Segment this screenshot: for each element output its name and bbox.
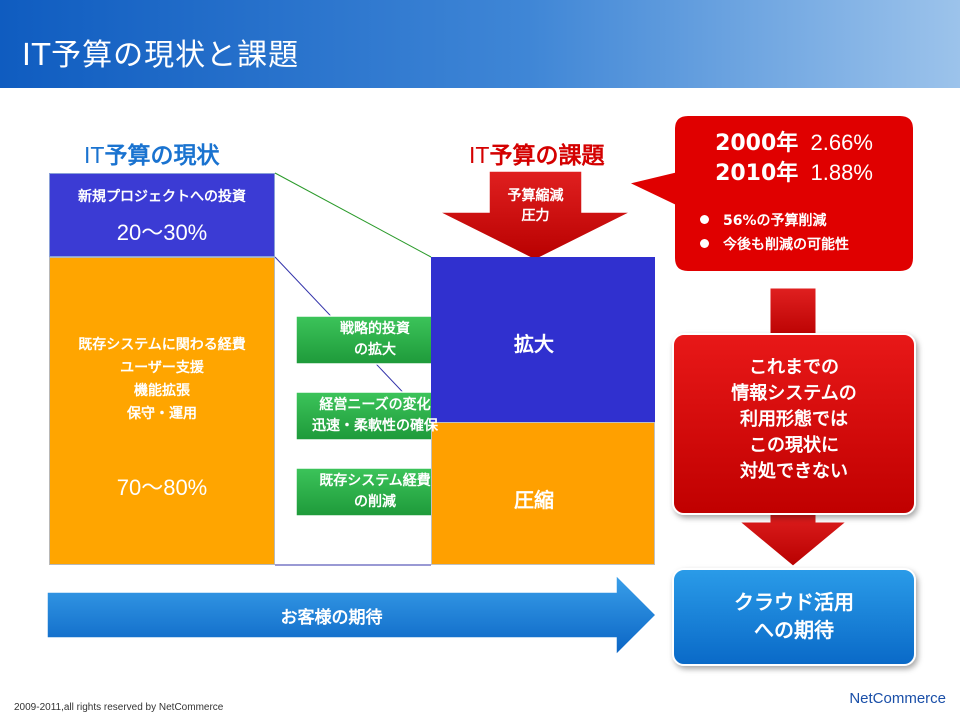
existing-line: 既存システムに関わる経費 — [78, 337, 246, 353]
conclusion-line: 情報システムの — [731, 383, 857, 404]
callout-bullets: 56%の予算削減 今後も削減の可能性 — [700, 209, 849, 257]
callout-year: 2000年 — [715, 131, 799, 156]
issue-heading-prefix: IT — [469, 142, 490, 168]
new-projects-percent: 20～30% — [116, 220, 208, 245]
title-bar — [0, 0, 960, 88]
callout-bullet: 今後も削減の可能性 — [700, 233, 849, 257]
existing-line: 保守・運用 — [127, 406, 197, 422]
existing-line: 機能拡張 — [134, 383, 190, 399]
cloud-expectation-box: クラウド活用 への期待 — [672, 568, 916, 666]
reduction-arrow-text: 既存システム経費 の削減 — [296, 471, 454, 513]
connector-line-top — [274, 172, 432, 258]
callout-bubble — [625, 114, 915, 273]
slide-title: IT予算の現状と課題 — [22, 38, 300, 73]
new-projects-segment: 新規プロジェクトへの投資 20～30% — [49, 173, 275, 257]
existing-percent: 70～80% — [116, 475, 208, 500]
expand-segment — [431, 257, 655, 422]
current-heading-prefix: IT — [84, 142, 105, 168]
issue-heading-rest: 予算の課題 — [489, 143, 605, 169]
business-arrow-text: 経営ニーズの変化 迅速・柔軟性の確保 — [296, 395, 454, 437]
callout-row-2010: 2010年 1.88% — [674, 158, 914, 188]
pressure-line: 予算縮減 — [507, 188, 564, 204]
callout-row-2000: 2000年 2.66% — [674, 128, 914, 158]
cloud-line: クラウド活用 — [734, 590, 854, 614]
cloud-line: への期待 — [754, 618, 834, 642]
green-arrow-line: 戦略的投資 — [340, 321, 410, 337]
pressure-arrow-text: 予算縮減 圧力 — [489, 186, 582, 226]
callout-stats: 2000年 2.66% 2010年 1.88% — [674, 128, 914, 188]
conclusion-line: これまでの — [749, 357, 839, 378]
current-budget-heading: IT予算の現状 — [84, 136, 219, 170]
expand-label: 拡大 — [514, 332, 554, 356]
copyright-text: 2009-2011,all rights reserved by NetComm… — [14, 702, 224, 713]
callout-bullet: 56%の予算削減 — [700, 209, 849, 233]
existing-systems-segment: 既存システムに関わる経費 ユーザー支援 機能拡張 保守・運用 70～80% — [49, 257, 275, 565]
conclusion-line: 利用形態では — [740, 409, 848, 430]
shrink-label: 圧縮 — [514, 488, 554, 512]
green-arrow-line: 迅速・柔軟性の確保 — [312, 418, 438, 434]
callout-value: 2.66% — [810, 130, 873, 155]
bullet-dot-icon — [700, 239, 709, 248]
conclusion-line: 対処できない — [740, 461, 848, 482]
green-arrow-line: の削減 — [354, 494, 396, 510]
red-down-arrow-bottom — [738, 509, 848, 567]
green-arrow-line: の拡大 — [354, 342, 396, 358]
customer-expectation-label: お客様の期待 — [280, 608, 383, 628]
callout-year: 2010年 — [715, 161, 799, 186]
budget-issue-heading: IT予算の課題 — [469, 136, 604, 170]
pressure-line: 圧力 — [521, 208, 550, 224]
customer-expectation-arrow — [46, 573, 658, 657]
callout-value: 1.88% — [810, 160, 873, 185]
conclusion-line: この現状に — [749, 435, 839, 456]
shrink-segment — [431, 422, 655, 565]
callout-bullet-text: 56%の予算削減 — [723, 213, 827, 229]
existing-line: ユーザー支援 — [120, 360, 204, 376]
brand-logo-text: NetCommerce — [849, 690, 946, 707]
budget-pressure-arrow — [438, 170, 632, 261]
strategic-arrow-text: 戦略的投資 の拡大 — [296, 319, 454, 361]
bullet-dot-icon — [700, 215, 709, 224]
callout-bullet-text: 今後も削減の可能性 — [723, 237, 849, 253]
conclusion-box: これまでの 情報システムの 利用形態では この現状に 対処できない — [672, 333, 916, 515]
new-projects-label: 新規プロジェクトへの投資 — [78, 189, 246, 205]
current-heading-rest: 予算の現状 — [104, 143, 220, 169]
green-arrow-line: 既存システム経費 — [319, 473, 431, 489]
green-arrow-line: 経営ニーズの変化 — [319, 397, 431, 413]
